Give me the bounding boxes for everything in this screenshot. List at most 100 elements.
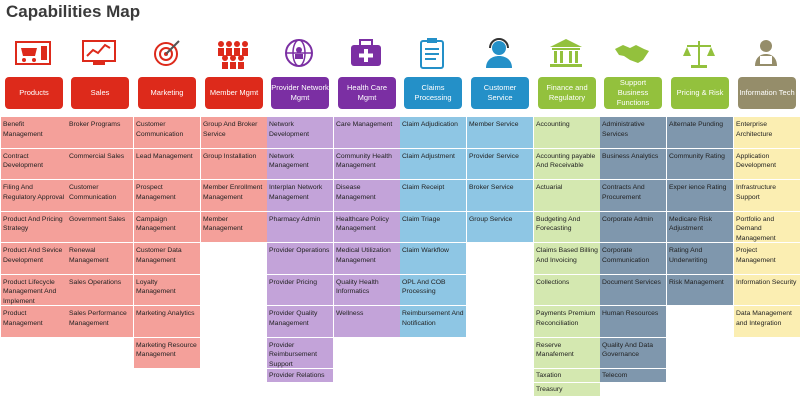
capability-cell[interactable]: Corporate Communication [600, 243, 666, 274]
capability-cell[interactable]: Business Analytics [600, 148, 666, 179]
capability-cell[interactable]: Member Enrollment Management [201, 180, 267, 211]
capability-cell[interactable]: Sales Performance Management [67, 306, 133, 337]
capability-cell[interactable]: Customer Data Management [134, 243, 200, 274]
capability-cell[interactable]: Corporate Admin [600, 211, 666, 242]
capability-cell[interactable]: Provider Quality Management [267, 306, 333, 337]
capability-cell[interactable]: Customer Communication [134, 117, 200, 148]
capability-cell[interactable]: Community Rating [667, 148, 733, 179]
capability-cell[interactable]: Member Management [201, 211, 267, 242]
capability-cell[interactable]: Enterprise Architecture [734, 117, 800, 148]
capability-cell[interactable]: Claim Receipt [400, 180, 466, 211]
capability-cell[interactable]: OPL And COB Processing [400, 274, 466, 305]
capability-cell[interactable]: Reimbursement And Notification [400, 306, 466, 337]
capability-cell[interactable]: Product Management [1, 306, 67, 337]
capability-cell[interactable]: Sales Operations [67, 274, 133, 305]
capability-cell[interactable]: Contract Development [1, 148, 67, 179]
capability-cell[interactable]: Telecom [600, 369, 666, 382]
header-marketing[interactable]: Marketing [138, 77, 196, 109]
capability-cell[interactable]: Document Services [600, 274, 666, 305]
capability-cell[interactable]: Risk Management [667, 274, 733, 305]
capability-cell[interactable]: Renewal Management [67, 243, 133, 274]
capability-cell[interactable]: Customer Communication [67, 180, 133, 211]
capability-cell[interactable]: Medicare Risk Adjustment [667, 211, 733, 242]
capability-cell[interactable]: Contracts And Procurement [600, 180, 666, 211]
capability-cell[interactable]: Quality And Data Governance [600, 337, 666, 368]
header-pricing[interactable]: Pricing & Risk [671, 77, 729, 109]
capability-cell[interactable]: Budgeting And Forecasting [534, 211, 600, 242]
capability-cell[interactable]: Prospect Management [134, 180, 200, 211]
capability-cell[interactable]: Portfolio and Demand Management [734, 211, 800, 242]
capability-cell[interactable]: Government Sales [67, 211, 133, 242]
header-claims[interactable]: Claims Processing [404, 77, 462, 109]
capability-cell[interactable]: Administrative Services [600, 117, 666, 148]
capability-cell[interactable]: Treasury [534, 383, 600, 396]
capability-cell[interactable]: Product Lifecycle Management And Impleme… [1, 274, 67, 305]
header-sales[interactable]: Sales [71, 77, 129, 109]
capability-cell[interactable]: Reserve Manafement [534, 337, 600, 368]
capability-cell[interactable]: Member Service [467, 117, 533, 148]
header-health[interactable]: Health Care Mgmt [338, 77, 396, 109]
capability-cell[interactable]: Marketing Analytics [134, 306, 200, 337]
capability-cell[interactable]: Data Management and Integration [734, 306, 800, 337]
capability-cell[interactable]: Network Development [267, 117, 333, 148]
capability-cell[interactable]: Infrastructure Support [734, 180, 800, 211]
globe-network-icon [279, 36, 319, 70]
capability-cell[interactable]: Taxation [534, 369, 600, 382]
capability-cell[interactable]: Claim Warkflow [400, 243, 466, 274]
capability-cell[interactable]: Collections [534, 274, 600, 305]
header-finance[interactable]: Finance and Regulatory [538, 77, 596, 109]
capability-cell[interactable]: Marketing Resource Management [134, 337, 200, 368]
capability-cell[interactable]: Actuarial [534, 180, 600, 211]
header-service[interactable]: Customer Service [471, 77, 529, 109]
capability-cell[interactable]: Group Installation [201, 148, 267, 179]
capability-cell[interactable]: Claim Triage [400, 211, 466, 242]
capability-cell[interactable]: Group And Broker Service [201, 117, 267, 148]
capability-cell[interactable]: Loyalty Management [134, 274, 200, 305]
scales-icon [679, 36, 719, 70]
capability-cell[interactable]: Information Security [734, 274, 800, 305]
capability-cell[interactable]: Exper ience Rating [667, 180, 733, 211]
header-member[interactable]: Member Mgmt [205, 77, 263, 109]
capability-cell[interactable]: Application Development [734, 148, 800, 179]
capability-cell[interactable]: Accounting [534, 117, 600, 148]
capability-cell[interactable]: Claim Adjustment [400, 148, 466, 179]
capability-cell[interactable]: Broker Programs [67, 117, 133, 148]
capability-cell[interactable]: Claims Based Billing And Invoicing [534, 243, 600, 274]
header-it[interactable]: Information Tech [738, 77, 796, 109]
capability-cell[interactable]: Group Service [467, 211, 533, 242]
capability-cell[interactable]: Broker Service [467, 180, 533, 211]
capability-cell[interactable]: Human Resources [600, 306, 666, 337]
capability-cell[interactable]: Campaign Management [134, 211, 200, 242]
capability-cell[interactable]: Provider Service [467, 148, 533, 179]
capability-cell[interactable]: Care Management [334, 117, 400, 148]
capability-cell[interactable]: Pharmacy Admin [267, 211, 333, 242]
capability-cell[interactable]: Healthcare Policy Management [334, 211, 400, 242]
capability-cell[interactable]: Provider Relations [267, 369, 333, 382]
capability-cell[interactable]: Project Management [734, 243, 800, 274]
capability-cell[interactable]: Community Health Management [334, 148, 400, 179]
capability-cell[interactable]: Filing And Regulatory Approval [1, 180, 67, 211]
capability-cell[interactable]: Lead Management [134, 148, 200, 179]
capability-cell[interactable]: Commercial Sales [67, 148, 133, 179]
capability-cell[interactable]: Product And Sevice Development [1, 243, 67, 274]
capability-cell[interactable]: Benefit Management [1, 117, 67, 148]
capability-cell[interactable]: Provider Operations [267, 243, 333, 274]
capability-cell[interactable]: Interplan Network Management [267, 180, 333, 211]
capability-cell[interactable]: Product And Pricing Strategy [1, 211, 67, 242]
capability-cell[interactable]: Provider Pricing [267, 274, 333, 305]
capability-cell[interactable]: Accounting payable And Receivable [534, 148, 600, 179]
capability-cell[interactable]: Alternate Punding [667, 117, 733, 148]
header-provider[interactable]: Provider Network Mgmt [271, 77, 329, 109]
capability-cell[interactable]: Claim Adjudication [400, 117, 466, 148]
capability-cell[interactable]: Medical Utilization Management [334, 243, 400, 274]
capability-cell[interactable]: Disease Management [334, 180, 400, 211]
header-support[interactable]: Support Business Functions [604, 77, 662, 109]
capability-cell[interactable]: Network Management [267, 148, 333, 179]
capability-cell[interactable]: Payments Premium Reconciliation [534, 306, 600, 337]
capability-cell[interactable]: Rating And Underwriting [667, 243, 733, 274]
capability-cell[interactable]: Quality Health Informatics [334, 274, 400, 305]
capability-cell[interactable]: Wellness [334, 306, 400, 337]
header-products[interactable]: Products [5, 77, 63, 109]
capability-cell[interactable]: Provider Reimbursement Support [267, 337, 333, 368]
